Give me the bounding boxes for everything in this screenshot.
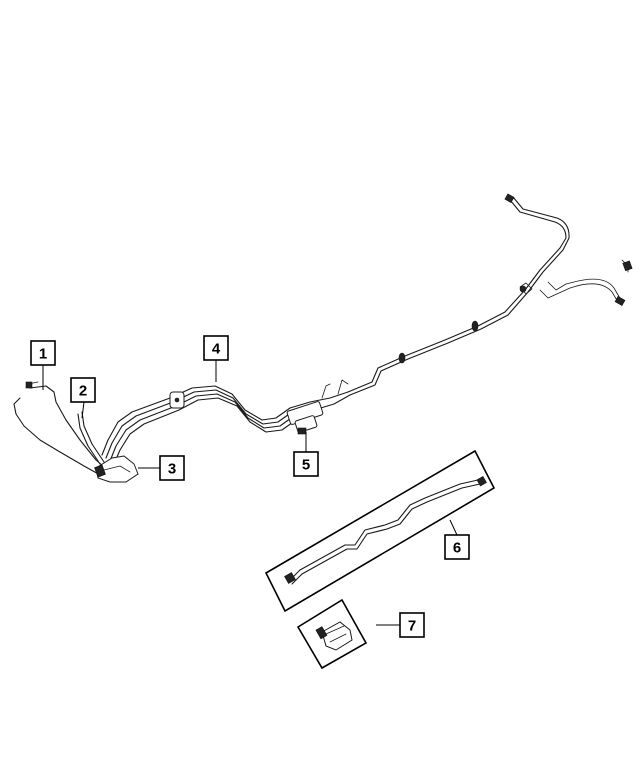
- callout-7-label: 7: [408, 618, 416, 635]
- junction-block-part-5: [286, 379, 351, 435]
- main-line-bundle: [347, 193, 633, 396]
- callout-2-label: 2: [79, 383, 87, 400]
- callout-5: 5: [293, 451, 319, 477]
- inset-part-6: [264, 449, 496, 613]
- callout-3: 3: [159, 455, 185, 481]
- tube-part-2: [77, 411, 105, 465]
- callout-4-label: 4: [212, 341, 221, 358]
- fuel-filter-part-7: [315, 621, 353, 651]
- callout-4: 4: [203, 335, 229, 361]
- connector-part-3: [94, 455, 139, 483]
- inset-part-7: [296, 598, 368, 670]
- callout-1-label: 1: [39, 346, 47, 363]
- callout-7: 7: [399, 612, 425, 638]
- callout-2: 2: [70, 377, 96, 403]
- callout-1: 1: [30, 340, 56, 366]
- callout-3-label: 3: [168, 461, 176, 478]
- callout-6-label: 6: [453, 540, 461, 557]
- callout-5-label: 5: [302, 457, 310, 474]
- center-line-bundle: [101, 385, 297, 465]
- callout-6: 6: [444, 534, 470, 560]
- flex-hose-part-1: [13, 381, 111, 477]
